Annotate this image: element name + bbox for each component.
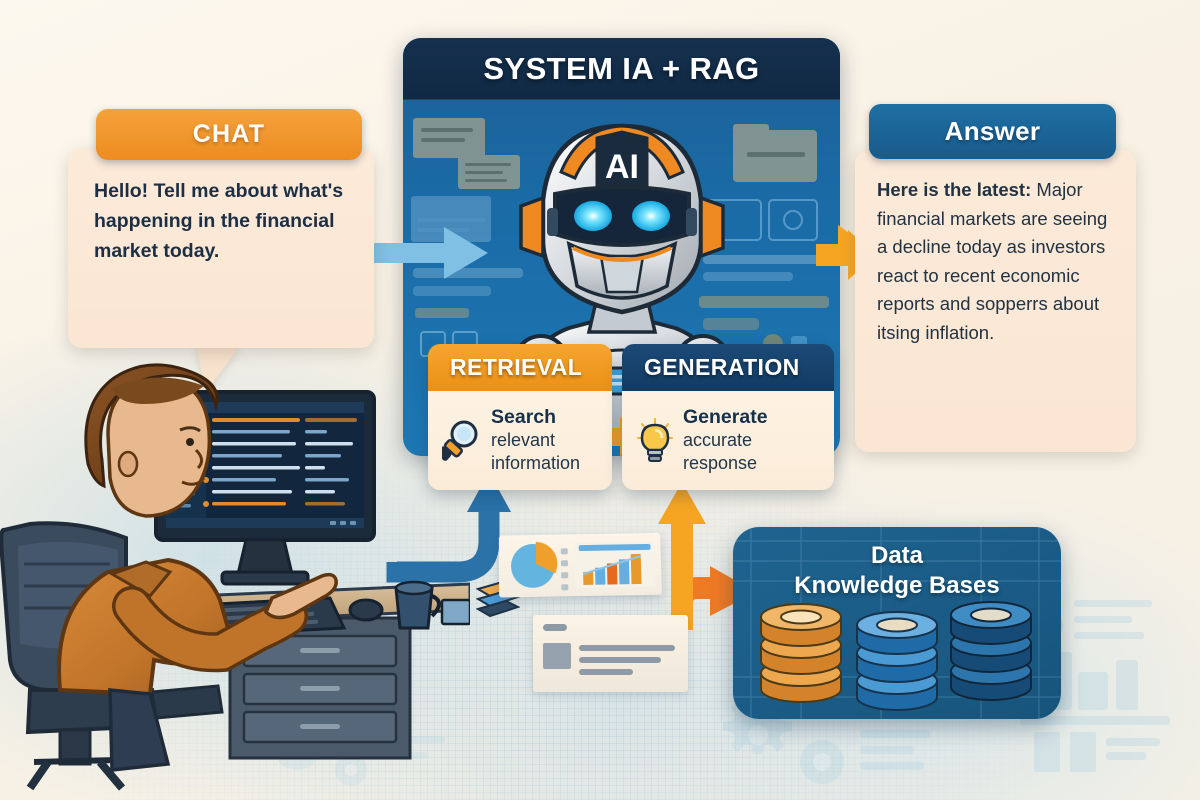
arrow-user-to-retrieval — [386, 472, 511, 583]
monitor-data-rows — [203, 418, 357, 507]
dark-blue-database-stack — [950, 601, 1032, 701]
knowledge-base-card[interactable]: Data Knowledge Bases — [733, 527, 1061, 719]
system-panel-header: SYSTEM IA + RAG — [403, 38, 840, 100]
chat-bubble: Hello! Tell me about what's happening in… — [68, 148, 374, 348]
robot-right-eye-icon — [631, 201, 670, 231]
robot-ai-badge-text: AI — [605, 148, 639, 186]
chat-message-text: Hello! Tell me about what's happening in… — [94, 180, 344, 262]
retrieval-line-3: information — [491, 453, 581, 473]
user-figure — [57, 363, 338, 772]
retrieval-header-text: RETRIEVAL — [450, 354, 583, 380]
document-widget — [533, 615, 688, 692]
knowledge-base-title-line2: Knowledge Bases — [794, 572, 1000, 599]
notepad — [440, 598, 470, 626]
retrieval-card-text: Search relevant information — [491, 406, 580, 475]
generation-card-header: GENERATION — [622, 344, 834, 391]
dashboard-widget — [498, 532, 662, 598]
retrieval-card-body: Search relevant information — [428, 391, 612, 490]
page-title: SYSTEM IA + RAG — [483, 50, 760, 86]
generation-line-3: response — [683, 453, 758, 473]
answer-message-text: Here is the latest: Major financial mark… — [877, 176, 1120, 347]
answer-label-badge: Answer — [869, 104, 1116, 159]
bar-chart-icon — [582, 553, 642, 585]
generation-card-body: Generate accurate response — [622, 391, 834, 490]
chat-label-text: CHAT — [192, 120, 266, 148]
lightbulb-icon — [637, 417, 673, 462]
answer-bubble: Here is the latest: Major financial mark… — [855, 150, 1136, 452]
blue-database-stack — [856, 611, 938, 711]
retrieval-card-header: RETRIEVAL — [428, 344, 612, 391]
answer-label-text: Answer — [944, 116, 1041, 146]
pointing-hand — [263, 572, 338, 620]
chat-label-badge: CHAT — [96, 109, 362, 160]
orange-database-stack — [760, 603, 842, 703]
generation-line-2: accurate — [683, 430, 753, 450]
document-widget-lines — [543, 624, 675, 675]
answer-body-text: Major financial markets are seeing a dec… — [877, 179, 1108, 343]
chair-armrest — [150, 684, 224, 720]
generation-card[interactable]: GENERATION Generate accurate response — [622, 344, 834, 490]
robot-left-eye-icon — [573, 201, 612, 231]
retrieval-card[interactable]: RETRIEVAL Search relevant information — [428, 344, 612, 490]
mouse — [348, 598, 384, 622]
retrieval-line-2: relevant — [491, 430, 556, 450]
background-tech-decor-right — [1020, 600, 1170, 772]
dashboard-charts — [510, 540, 656, 591]
workstation-scene — [0, 363, 470, 791]
generation-card-text: Generate accurate response — [683, 406, 768, 475]
knowledge-base-title: Data Knowledge Bases — [733, 541, 1061, 601]
generation-line-1: Generate — [683, 406, 768, 428]
answer-lead-text: Here is the latest: — [877, 179, 1032, 200]
answer-bubble-tail — [838, 225, 860, 257]
coffee-mug — [394, 580, 441, 630]
knowledge-base-title-line1: Data — [870, 542, 924, 569]
pie-chart-icon — [510, 541, 558, 589]
magnifier-icon — [442, 420, 478, 461]
generation-header-text: GENERATION — [644, 354, 800, 380]
arrow-chat-to-robot — [352, 227, 488, 279]
retrieval-line-1: Search — [491, 406, 557, 428]
